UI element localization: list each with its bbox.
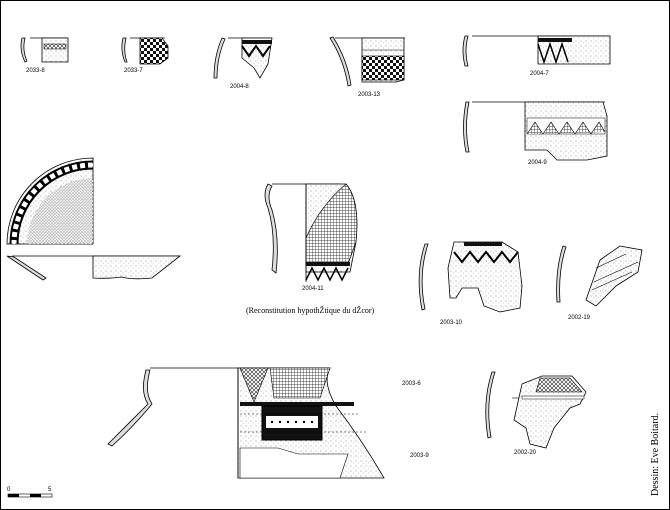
sherd-2002-20	[485, 371, 587, 449]
label-2004-7: 2004-7	[530, 71, 549, 77]
sherd-2003-13	[329, 36, 405, 87]
drawing-credit: Dessin: Eve Boitard.	[650, 412, 661, 496]
label-2003-9: 2003-9	[410, 453, 429, 459]
reconstruction-caption: (Reconstitution hypothŽtique du dŽcor)	[246, 306, 375, 315]
vessel-2003-6	[107, 367, 385, 479]
sherd-2003-10	[418, 241, 523, 313]
label-2033-7: 2033-7	[124, 68, 143, 74]
label-2002-19: 2002-19	[568, 315, 591, 321]
sherd-2002-19	[556, 245, 643, 307]
vessel-2004-11	[264, 183, 358, 282]
label-2003-10: 2003-10	[440, 320, 463, 326]
label-2004-11: 2004-11	[302, 286, 324, 292]
label-2003-13: 2003-13	[358, 92, 381, 98]
label-2004-8: 2004-8	[230, 84, 249, 90]
scale-start-label: 0	[7, 487, 11, 493]
label-2002-20: 2002-20	[514, 450, 537, 456]
label-2033-8: 2033-8	[26, 68, 45, 74]
plate-profile	[6, 157, 182, 281]
scale-end-label: 5	[48, 487, 52, 493]
scale-bar	[7, 493, 53, 498]
sherd-2004-7	[462, 35, 611, 67]
sherd-2033-7	[121, 37, 169, 65]
sherd-2033-8	[20, 37, 69, 63]
sherd-2004-8	[213, 37, 273, 79]
sherd-2004-9	[463, 101, 608, 161]
label-2004-9: 2004-9	[528, 160, 547, 166]
label-2003-6: 2003-6	[402, 381, 421, 387]
